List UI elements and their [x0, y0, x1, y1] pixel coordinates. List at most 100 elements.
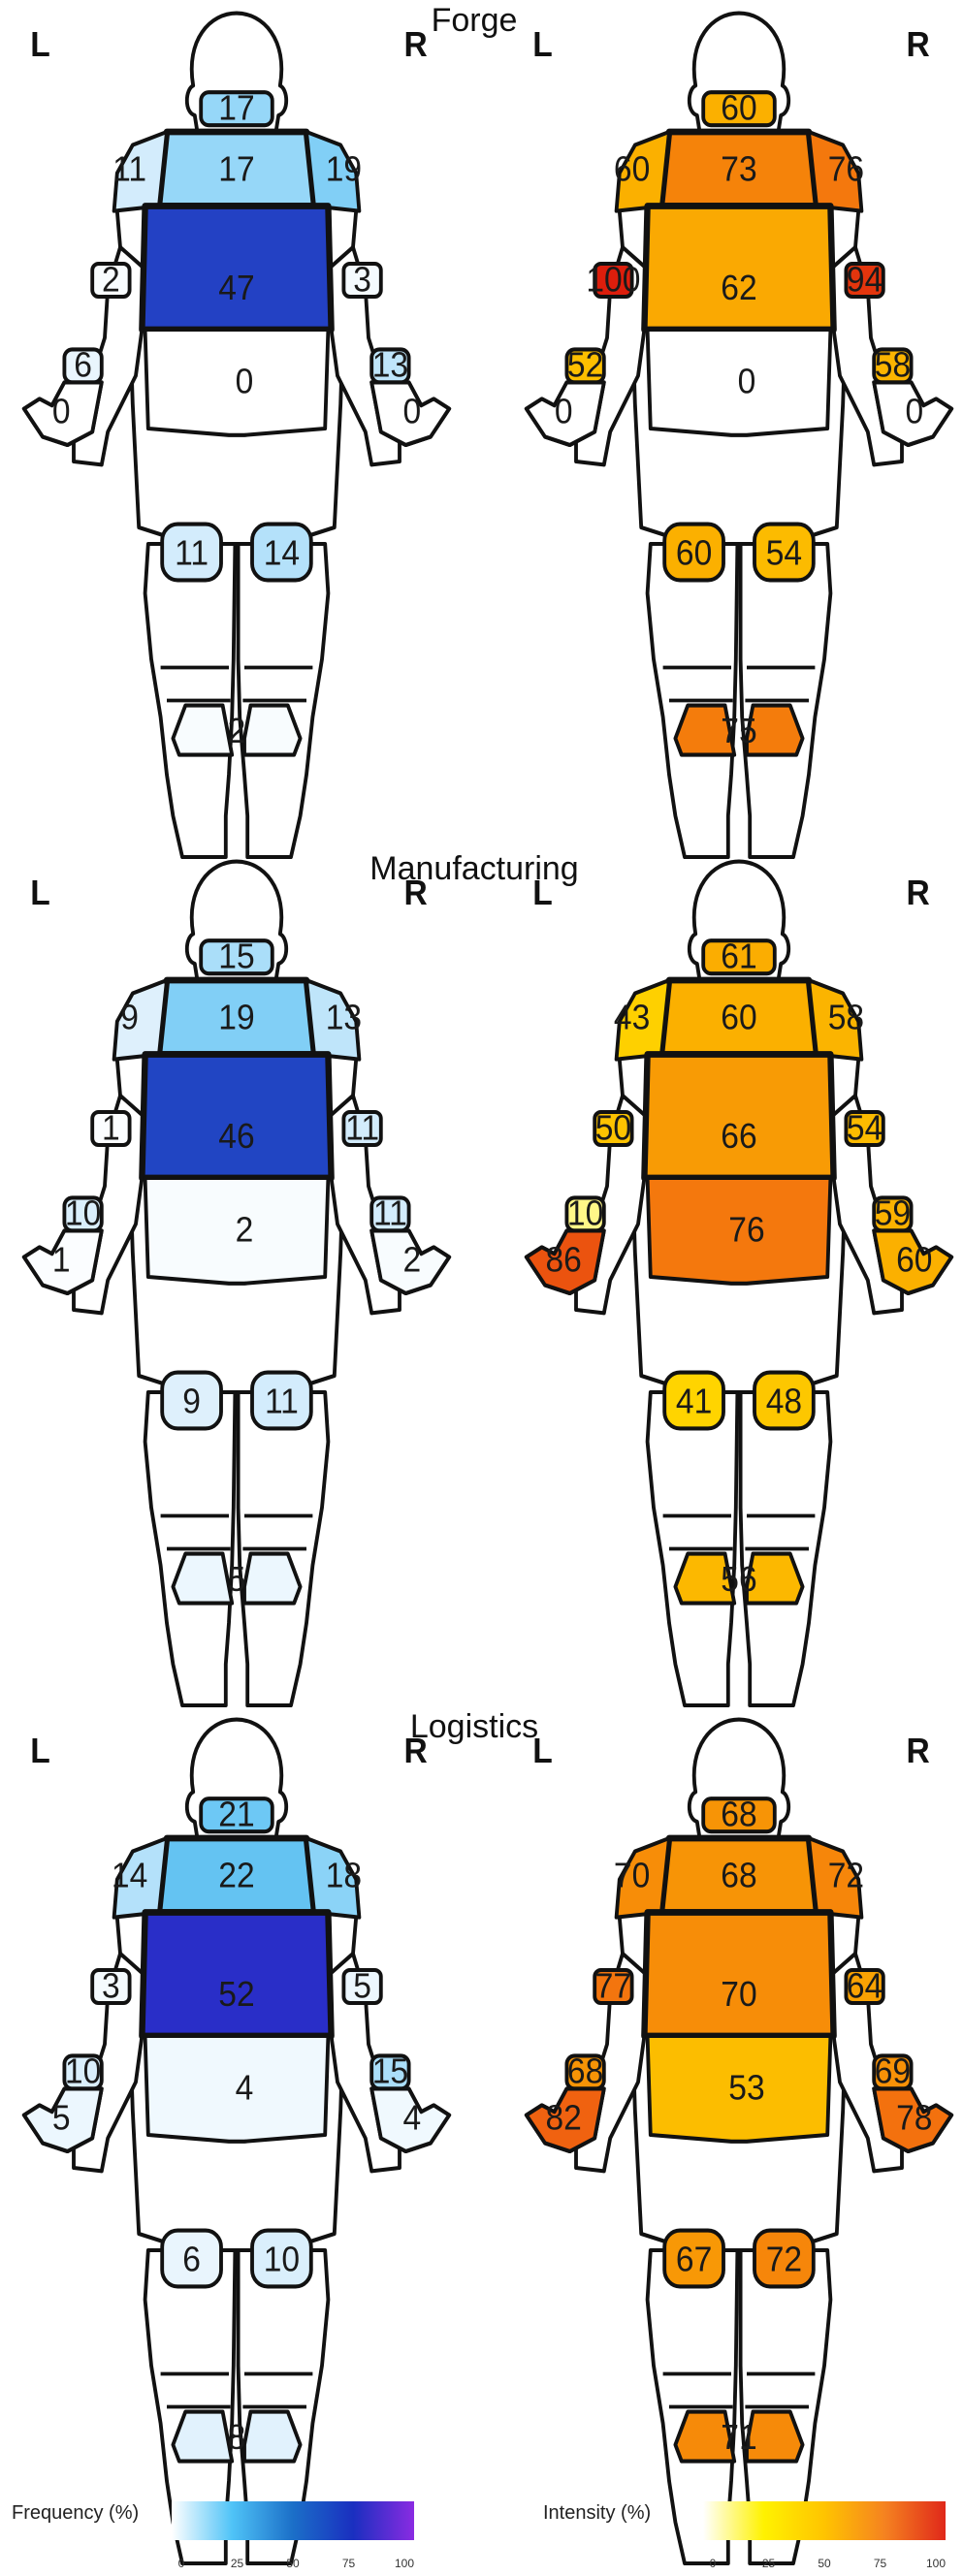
frequency-right-knee-value: 11 — [265, 1383, 299, 1421]
intensity-left-wrist-value: 68 — [567, 2053, 603, 2091]
panel-title: Forge — [432, 2, 518, 39]
intensity-feet-region — [673, 2409, 805, 2464]
intensity-legend-colorbar — [703, 2501, 946, 2540]
intensity-legend-tick: 0 — [710, 2557, 717, 2570]
frequency-feet-value: 8 — [228, 2419, 246, 2457]
intensity-right-hand-region — [872, 1228, 954, 1296]
frequency-left-knee-region — [160, 2228, 223, 2289]
frequency-left-wrist-value: 6 — [74, 347, 92, 385]
intensity-left-knee-value: 67 — [676, 2242, 712, 2279]
frequency-right-shoulder-region — [305, 977, 362, 1062]
intensity-left-shoulder-value: 60 — [614, 151, 650, 189]
intensity-right-shoulder-region — [807, 1835, 864, 1920]
frequency-lower-back-value: 47 — [218, 270, 254, 307]
intensity-right-hand-region — [872, 380, 954, 448]
frequency-right-knee-value: 10 — [264, 2242, 300, 2279]
frequency-left-knee-value: 6 — [182, 2242, 201, 2279]
intensity-left-shoulder-region — [614, 977, 671, 1062]
intensity-right-wrist-value: 58 — [875, 347, 911, 385]
intensity-left-hand-region — [524, 1228, 606, 1296]
frequency-left-side-label: L — [30, 875, 50, 912]
intensity-right-knee-value: 72 — [766, 2242, 802, 2279]
frequency-neck-region — [199, 938, 274, 976]
intensity-right-elbow-region — [844, 1109, 885, 1148]
intensity-left-hand-region — [524, 2086, 606, 2154]
frequency-lower-back-value: 46 — [218, 1118, 254, 1156]
intensity-right-wrist-value: 69 — [875, 2053, 911, 2091]
intensity-left-hand-value: 86 — [546, 1241, 582, 1279]
frequency-right-side-label: R — [404, 875, 428, 912]
intensity-right-knee-region — [753, 522, 816, 583]
frequency-lower-back-region — [139, 203, 335, 334]
intensity-lower-back-value: 62 — [721, 270, 756, 307]
frequency-left-shoulder-value: 9 — [120, 1000, 139, 1037]
frequency-legend-label: Frequency (%) — [12, 2502, 139, 2524]
intensity-neck-value: 60 — [721, 90, 756, 128]
intensity-legend-tick: 25 — [762, 2557, 776, 2570]
frequency-left-elbow-value: 2 — [102, 261, 120, 299]
frequency-hips-region — [143, 1175, 331, 1286]
frequency-left-hand-value: 0 — [52, 393, 71, 430]
frequency-hips-value: 4 — [236, 2070, 254, 2108]
frequency-right-wrist-value: 11 — [373, 1195, 407, 1233]
frequency-right-knee-region — [250, 1370, 313, 1431]
intensity-right-wrist-value: 59 — [875, 1195, 911, 1233]
frequency-left-hand-region — [21, 380, 104, 448]
intensity-left-elbow-region — [593, 1967, 634, 2006]
frequency-legend-colorbar — [172, 2501, 414, 2540]
intensity-hips-value: 53 — [728, 2070, 764, 2108]
intensity-neck-region — [701, 938, 777, 976]
frequency-lower-back-value: 52 — [218, 1976, 254, 2014]
intensity-left-knee-region — [662, 2228, 725, 2289]
frequency-left-knee-value: 9 — [182, 1383, 201, 1421]
intensity-right-knee-value: 48 — [766, 1383, 802, 1421]
frequency-right-hand-region — [369, 1228, 452, 1296]
frequency-left-knee-region — [160, 1370, 223, 1431]
frequency-left-wrist-value: 10 — [65, 1195, 101, 1233]
intensity-left-wrist-value: 10 — [567, 1195, 603, 1233]
intensity-left-wrist-value: 52 — [567, 347, 603, 385]
frequency-left-elbow-value: 1 — [102, 1109, 120, 1147]
intensity-left-knee-region — [662, 1370, 725, 1431]
intensity-left-elbow-region — [593, 1109, 634, 1148]
intensity-hips-value: 0 — [738, 364, 756, 401]
intensity-right-knee-region — [753, 1370, 816, 1431]
frequency-left-hand-region — [21, 2086, 104, 2154]
frequency-upper-back-value: 17 — [218, 151, 254, 189]
frequency-feet-value: 2 — [228, 713, 246, 750]
intensity-right-side-label: R — [907, 26, 930, 64]
intensity-right-knee-region — [753, 2228, 816, 2289]
intensity-upper-back-value: 73 — [721, 151, 756, 189]
intensity-left-side-label: L — [532, 26, 553, 64]
frequency-neck-region — [199, 1797, 274, 1834]
frequency-right-elbow-region — [341, 1967, 383, 2006]
frequency-right-side-label: R — [404, 1733, 428, 1770]
frequency-feet-region — [171, 1551, 303, 1606]
frequency-upper-back-value: 19 — [218, 1000, 254, 1037]
frequency-feet-region — [171, 703, 303, 757]
panel-title: Logistics — [410, 1708, 538, 1745]
frequency-right-knee-region — [250, 2228, 313, 2289]
intensity-right-shoulder-region — [807, 129, 864, 213]
frequency-left-wrist-value: 10 — [65, 2053, 101, 2091]
frequency-left-hand-value: 1 — [52, 1241, 71, 1279]
frequency-left-knee-region — [160, 522, 223, 583]
frequency-lower-back-region — [139, 1051, 335, 1182]
frequency-left-shoulder-region — [112, 977, 169, 1062]
frequency-lower-back-region — [139, 1909, 335, 2040]
frequency-right-elbow-value: 5 — [353, 1967, 371, 2005]
panel-title: Manufacturing — [369, 850, 578, 887]
intensity-left-hand-value: 0 — [555, 393, 573, 430]
frequency-right-shoulder-region — [305, 129, 362, 213]
intensity-lower-back-region — [641, 1909, 837, 2040]
intensity-right-elbow-region — [844, 261, 885, 300]
frequency-neck-value: 17 — [218, 90, 254, 128]
